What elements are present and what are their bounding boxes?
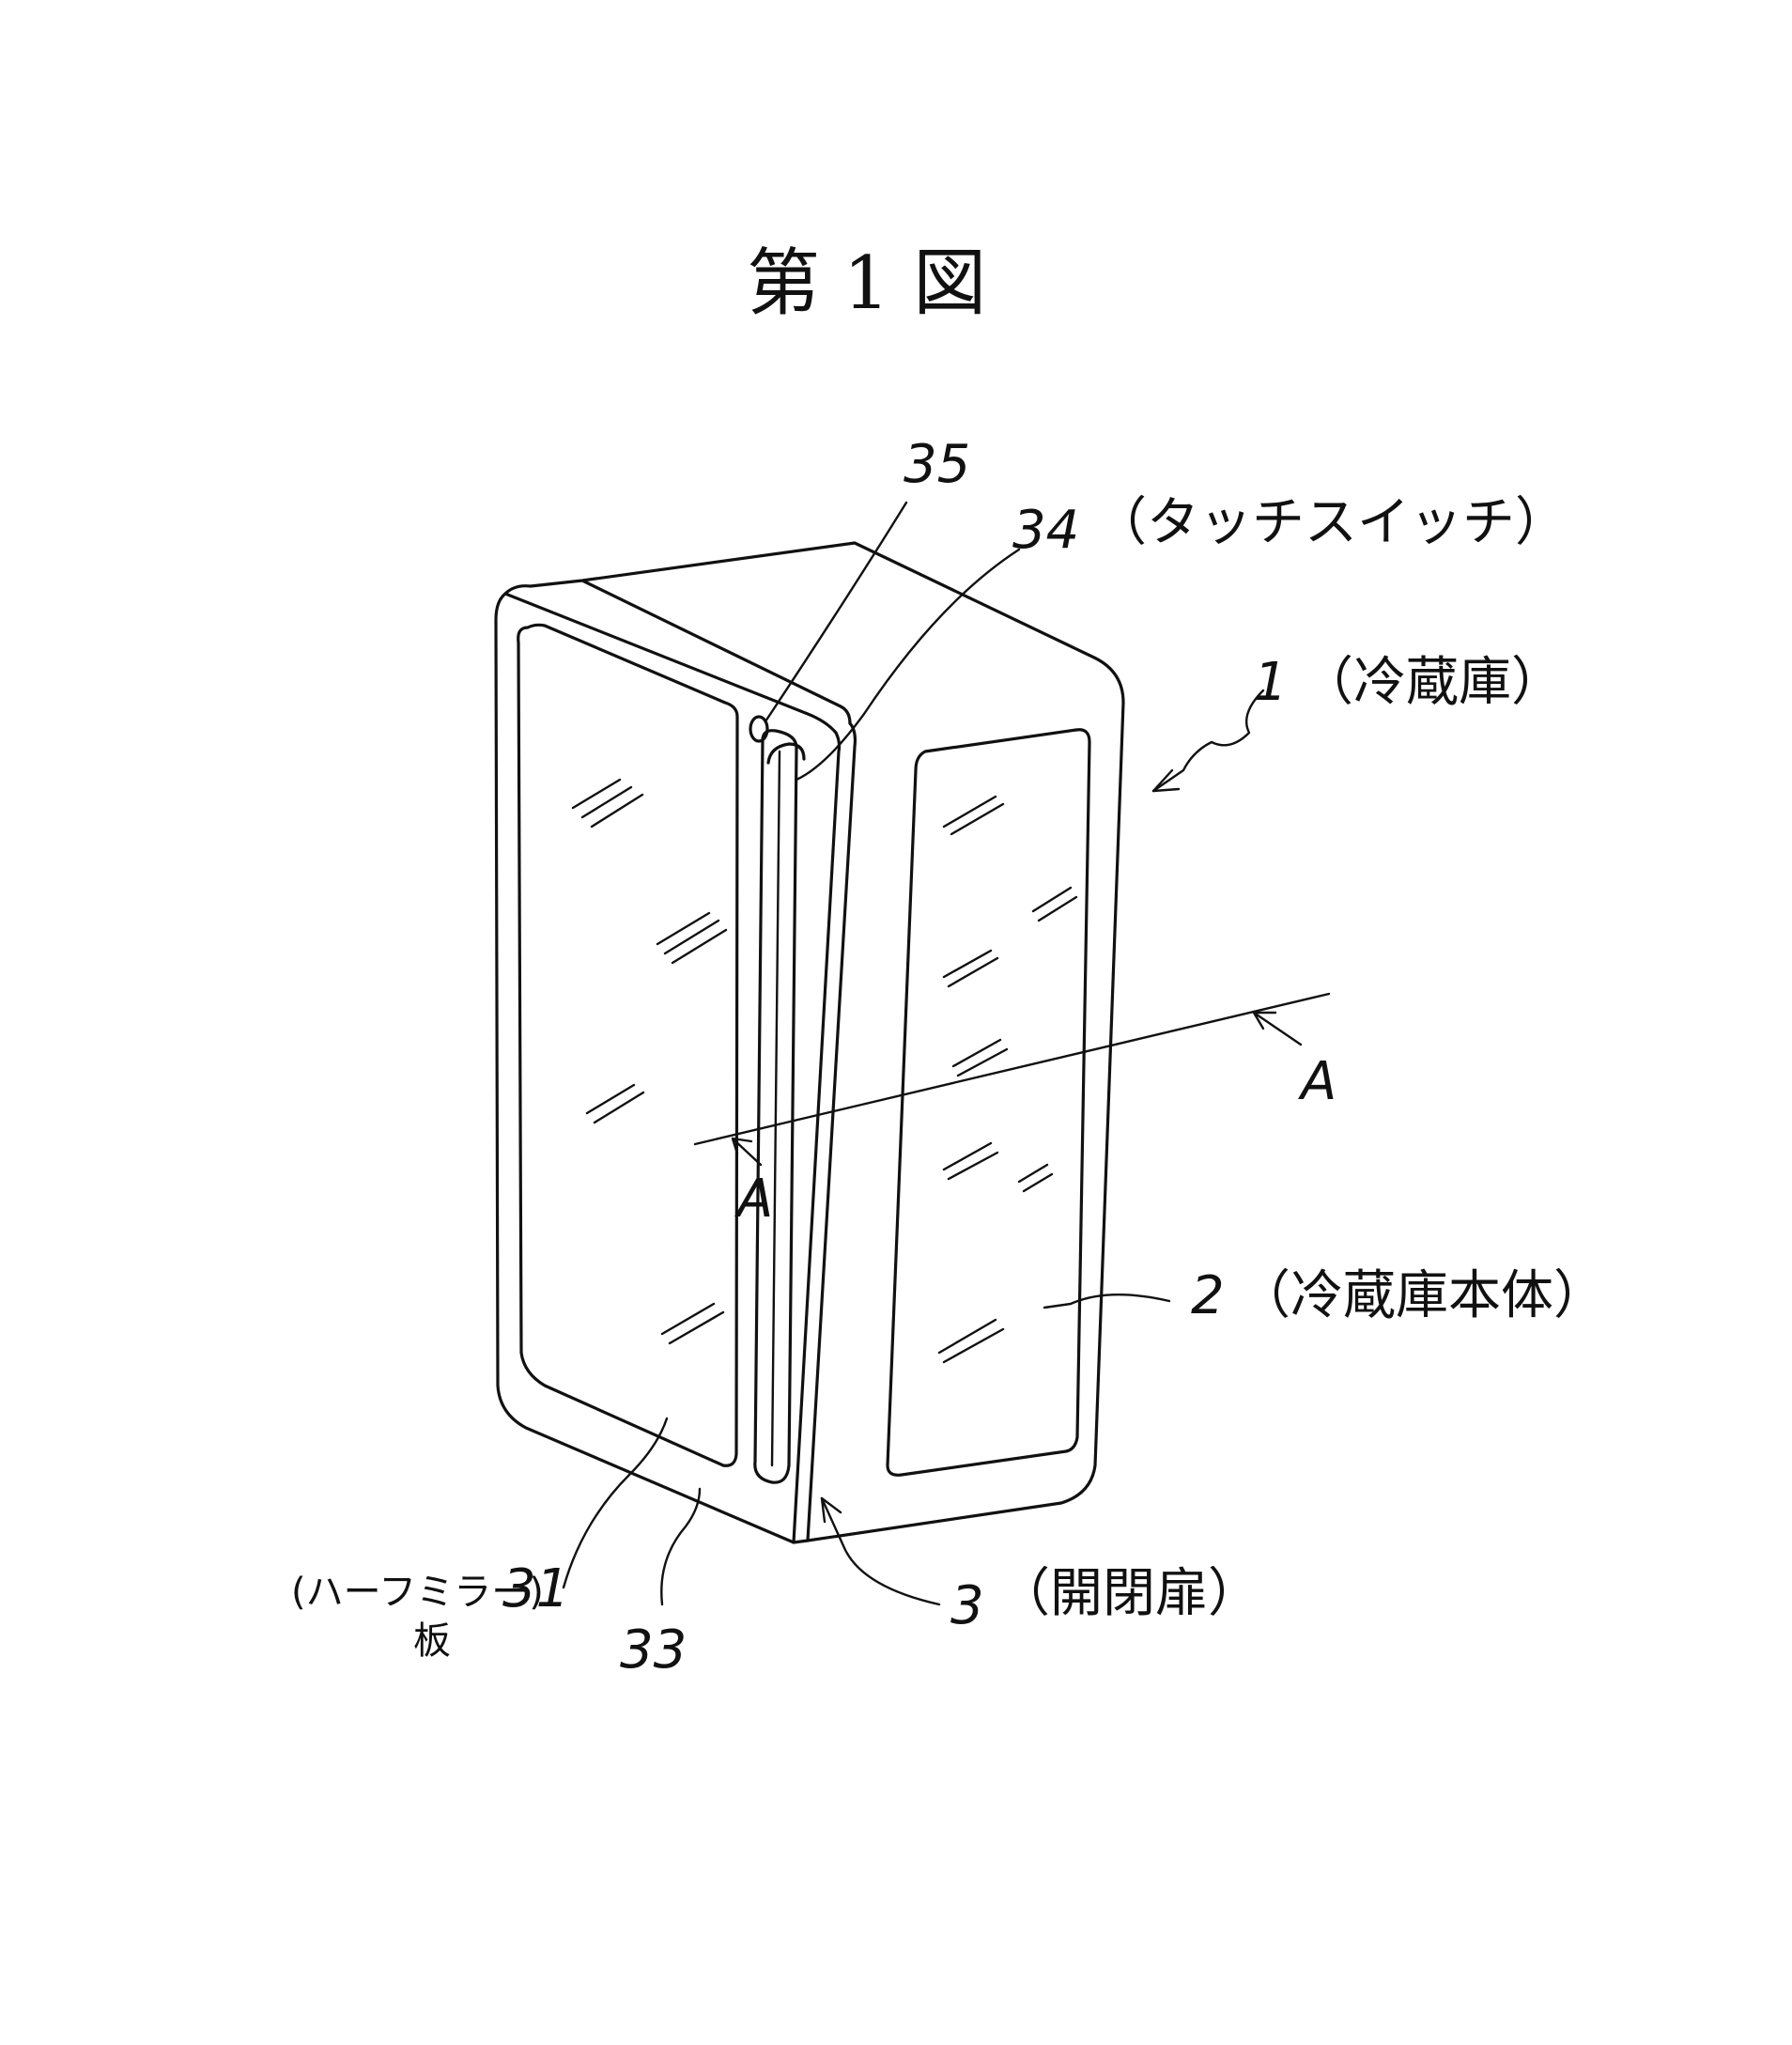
section-arrow-right: [1252, 1011, 1303, 1046]
section-arrow-left: [731, 1137, 763, 1167]
label-35: 35: [904, 434, 970, 495]
leader-3-arrow: [820, 1496, 842, 1524]
label-section-a-right: A: [1298, 1051, 1336, 1112]
leader-1: [1151, 689, 1265, 793]
section-line-a: [693, 992, 1331, 1146]
label-3: 3: [950, 1575, 984, 1636]
leader-35: [764, 501, 908, 723]
half-mirror-panel: [517, 623, 739, 1467]
reflection-marks: [571, 778, 1078, 1364]
label-34-desc: （タッチスイッチ）: [1094, 492, 1568, 553]
label-31: 31: [502, 1558, 569, 1619]
label-31-desc-top: (ハーフミラー): [291, 1571, 544, 1614]
label-1-desc: （冷蔵庫）: [1301, 652, 1564, 713]
door-left-edge: [494, 592, 796, 1544]
leader-31: [562, 1417, 669, 1589]
door-handle: [753, 729, 798, 1484]
label-1: 1: [1254, 652, 1288, 713]
door-right-edge: [806, 721, 857, 1542]
body-side-panel: [886, 728, 1091, 1477]
label-2-desc: （冷蔵庫本体）: [1238, 1265, 1606, 1326]
label-2: 2: [1191, 1265, 1225, 1326]
label-34: 34: [1012, 500, 1079, 561]
top-face: [503, 541, 1125, 725]
label-33: 33: [620, 1619, 687, 1681]
leader-34: [795, 548, 1021, 782]
leader-1-arrow: [1151, 768, 1181, 793]
body-right-edge: [806, 701, 1125, 1542]
figure-title: 第 1 図: [747, 241, 986, 326]
indicator-35: [749, 715, 769, 743]
label-section-a-left: A: [734, 1169, 773, 1230]
leader-3: [820, 1496, 941, 1606]
leader-2: [1043, 1293, 1171, 1309]
handle-inner: [770, 750, 781, 1467]
door-top-edge: [503, 592, 838, 735]
touch-switch: [766, 742, 806, 765]
label-3-desc: （開閉扉）: [997, 1563, 1260, 1624]
leader-33: [660, 1487, 702, 1606]
label-31-desc-bottom: 板: [413, 1619, 451, 1663]
